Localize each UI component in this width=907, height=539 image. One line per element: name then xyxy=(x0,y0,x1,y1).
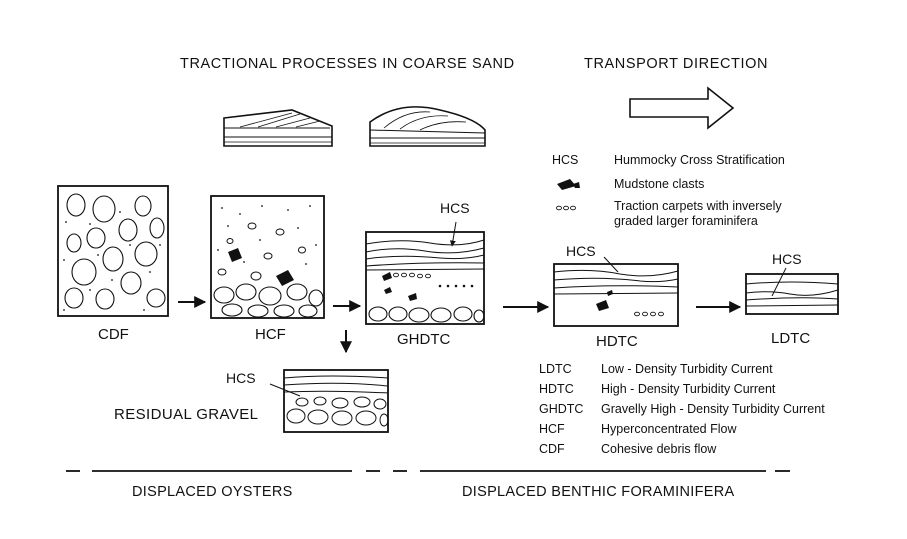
legend-hcf-text: Hyperconcentrated Flow xyxy=(601,422,737,436)
traction-bedform-2 xyxy=(369,106,486,147)
legend-cdf-text: Cohesive debris flow xyxy=(601,442,717,456)
ldtc-label: LDTC xyxy=(771,330,811,347)
legend-hcs-text: Hummocky Cross Stratification xyxy=(614,153,785,167)
residual-hcs-label: HCS xyxy=(226,370,256,386)
ldtc-box xyxy=(745,273,839,315)
mudstone-clast-icon xyxy=(557,179,580,190)
traction-title: TRACTIONAL PROCESSES IN COARSE SAND xyxy=(180,56,515,72)
legend-hdtc-abbr: HDTC xyxy=(539,382,574,396)
residual-hcs-leader xyxy=(269,383,301,397)
legend-hdtc-text: High - Density Turbidity Current xyxy=(601,382,776,396)
transport-direction-arrow xyxy=(629,86,735,130)
ghdtc-label: GHDTC xyxy=(397,331,451,348)
hcf-box xyxy=(210,195,325,319)
transport-title: TRANSPORT DIRECTION xyxy=(584,56,769,72)
legend-ldtc-text: Low - Density Turbidity Current xyxy=(601,362,773,376)
legend-cdf: CDF Cohesive debris flow xyxy=(539,442,716,456)
hdtc-hcs-label: HCS xyxy=(566,243,596,259)
residual-gravel-label: RESIDUAL GRAVEL xyxy=(114,406,259,423)
legend-ghdtc-abbr: GHDTC xyxy=(539,402,584,416)
displaced-foraminifera-label: DISPLACED BENTHIC FORAMINIFERA xyxy=(462,484,735,500)
traction-bedform-1 xyxy=(223,109,333,147)
legend-hdtc: HDTC High - Density Turbidity Current xyxy=(539,382,775,396)
hcf-label: HCF xyxy=(255,326,286,343)
ghdtc-box xyxy=(365,231,485,325)
legend-mudstone-text: Mudstone clasts xyxy=(614,177,705,191)
flow-arrows xyxy=(178,296,742,354)
legend-hcs-abbr: HCS xyxy=(552,153,579,167)
ghdtc-hcs-label: HCS xyxy=(440,200,470,216)
ghdtc-hcs-leader xyxy=(449,221,457,247)
cdf-label: CDF xyxy=(98,326,129,343)
displaced-oysters-label: DISPLACED OYSTERS xyxy=(132,484,293,500)
hdtc-hcs-leader xyxy=(603,256,619,273)
legend-hcf-abbr: HCF xyxy=(539,422,565,436)
foraminifera-icon xyxy=(556,205,576,211)
hdtc-box xyxy=(553,263,679,327)
ldtc-hcs-label: HCS xyxy=(772,251,802,267)
residual-gravel-box xyxy=(283,369,389,433)
legend-traction-text: Traction carpets with inversely xyxy=(614,199,782,213)
legend-ldtc-abbr: LDTC xyxy=(539,362,572,376)
legend-cdf-abbr: CDF xyxy=(539,442,565,456)
legend-hcf: HCF Hyperconcentrated Flow xyxy=(539,422,736,436)
hdtc-label: HDTC xyxy=(596,333,638,350)
legend-hcs: HCS Hummocky Cross Stratification xyxy=(552,153,785,167)
legend-ghdtc: GHDTC Gravelly High - Density Turbidity C… xyxy=(539,402,825,416)
ldtc-hcs-leader xyxy=(771,267,787,297)
legend-ldtc: LDTC Low - Density Turbidity Current xyxy=(539,362,773,376)
legend-ghdtc-text: Gravelly High - Density Turbidity Curren… xyxy=(601,402,825,416)
cdf-box xyxy=(57,185,169,317)
legend-traction-text2: graded larger foraminifera xyxy=(614,214,758,228)
